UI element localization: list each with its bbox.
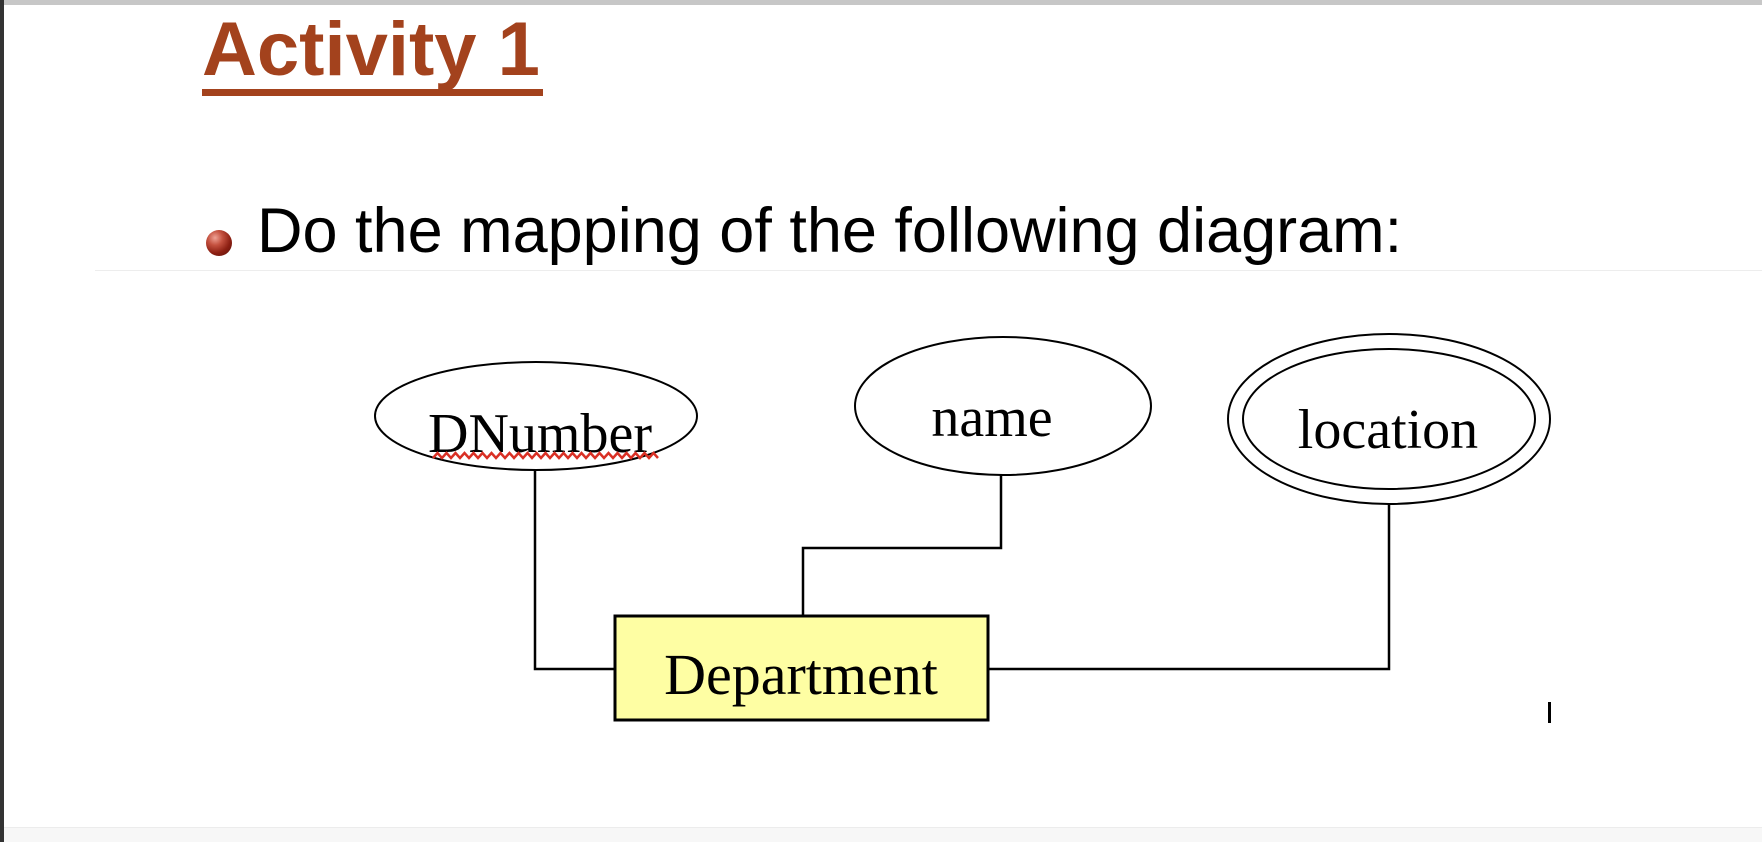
attribute-location-label: location [1298, 399, 1478, 461]
connector-location-department[interactable] [988, 503, 1391, 671]
window-top-edge [0, 0, 1762, 5]
bullet-sphere-icon [206, 230, 232, 256]
connector-dnumber-department[interactable] [533, 470, 615, 671]
entity-department-label: Department [664, 642, 938, 707]
attribute-name[interactable]: name [854, 336, 1152, 476]
attribute-location[interactable]: location [1227, 333, 1551, 505]
text-cursor-caret [1548, 702, 1551, 723]
attribute-location-inner-ellipse [1242, 348, 1536, 490]
page-title[interactable]: Activity 1 [202, 11, 543, 97]
spellcheck-squiggle [432, 451, 659, 460]
entity-department-rect [613, 614, 990, 722]
connector-name-department[interactable] [801, 475, 1003, 616]
attribute-dnumber-ellipse [374, 361, 698, 471]
attribute-name-label: name [931, 387, 1052, 449]
attribute-name-ellipse [854, 336, 1152, 476]
window-left-edge [0, 0, 4, 842]
content-divider-line [95, 270, 1762, 271]
bullet-text: Do the mapping of the following diagram: [257, 196, 1403, 266]
page-title-text: Activity 1 [202, 11, 543, 97]
attribute-dnumber[interactable]: DNumber [374, 361, 698, 471]
bullet-line[interactable]: Do the mapping of the following diagram: [206, 200, 1402, 263]
window-bottom-edge [0, 827, 1762, 842]
entity-department[interactable]: Department [613, 614, 990, 722]
